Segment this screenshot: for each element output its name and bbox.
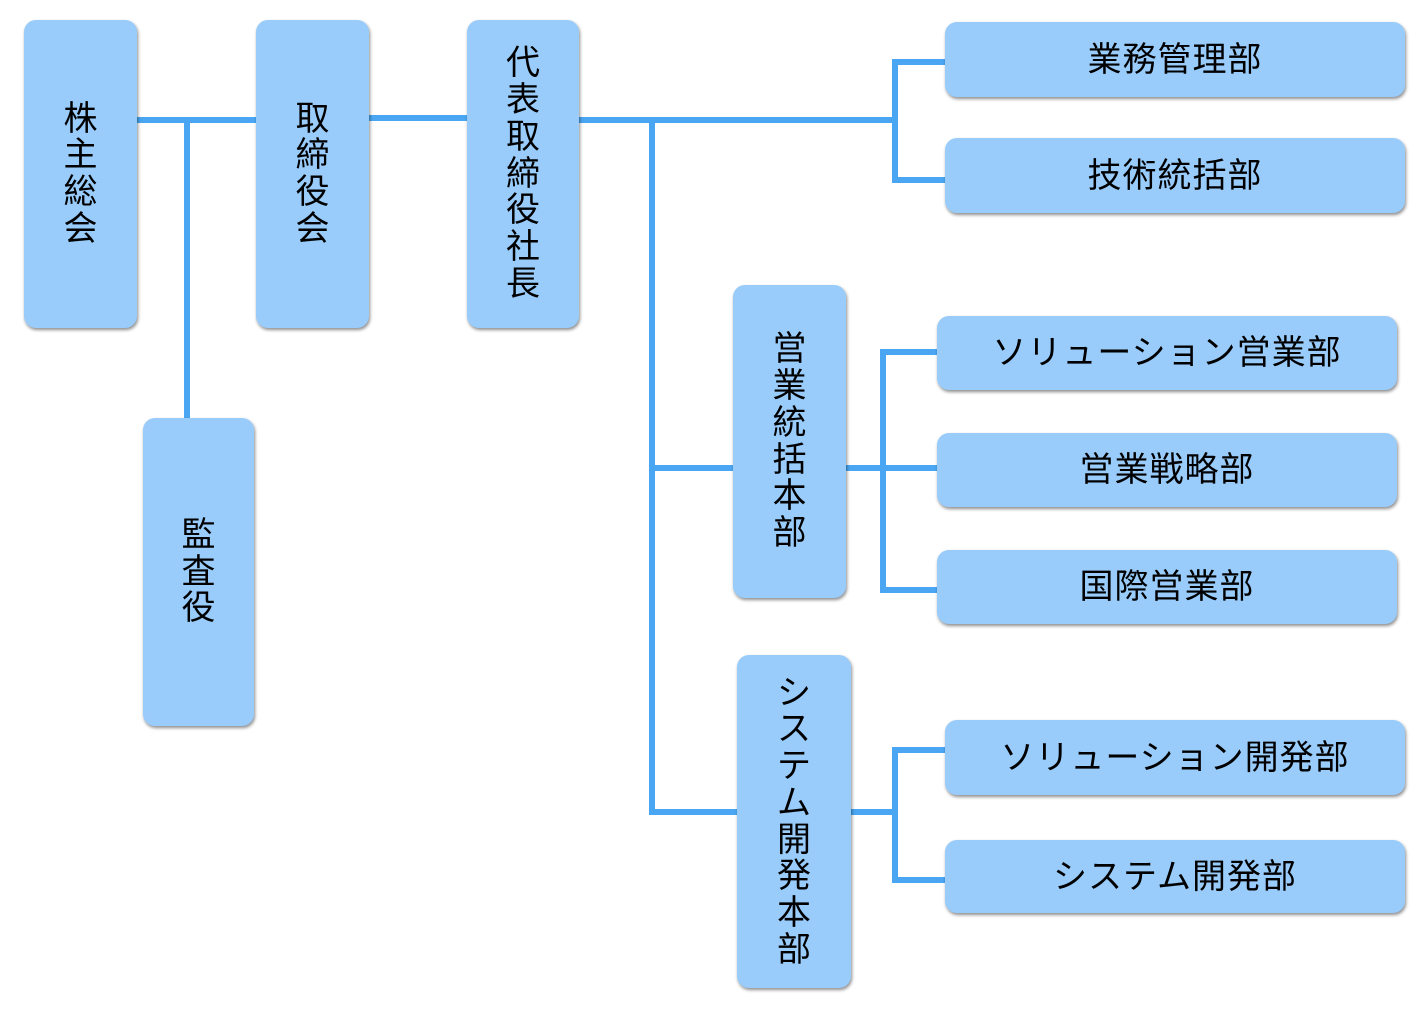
- connector-top-bracket: [892, 59, 948, 183]
- node-board-label: 取締役会: [295, 98, 330, 249]
- node-president: 代表取締役社長: [467, 20, 579, 328]
- node-solution-dev-label: ソリューション開発部: [1000, 737, 1350, 778]
- node-intl-sales-label: 国際営業部: [1079, 567, 1255, 607]
- node-system-dev: システム開発部: [945, 840, 1405, 913]
- node-intl-sales: 国際営業部: [937, 550, 1397, 624]
- node-solution-dev: ソリューション開発部: [945, 720, 1405, 795]
- node-president-label: 代表取締役社長: [506, 43, 540, 304]
- node-sysdev-hq: システム開発本部: [737, 655, 851, 988]
- node-tech-supervision: 技術統括部: [945, 138, 1405, 213]
- node-business-admin-label: 業務管理部: [1087, 39, 1263, 80]
- node-solution-sales: ソリューション営業部: [937, 316, 1397, 390]
- node-auditor-label: 監査役: [181, 514, 216, 629]
- node-shareholders: 株主総会: [24, 20, 137, 328]
- node-sales-hq: 営業統括本部: [733, 285, 846, 598]
- node-shareholders-label: 株主総会: [63, 98, 98, 249]
- connector-sales-bracket: [880, 349, 940, 593]
- connector-sysdev-bracket: [892, 747, 948, 883]
- node-auditor: 監査役: [143, 418, 254, 726]
- node-business-admin: 業務管理部: [945, 22, 1405, 97]
- node-system-dev-label: システム開発部: [1053, 856, 1297, 897]
- connector-president-trunk: [649, 119, 740, 815]
- node-board: 取締役会: [256, 20, 369, 328]
- node-solution-sales-label: ソリューション営業部: [992, 333, 1342, 373]
- node-sysdev-hq-label: システム開発本部: [777, 672, 811, 970]
- node-sales-hq-label: 営業統括本部: [772, 329, 807, 553]
- node-tech-supervision-label: 技術統括部: [1087, 155, 1263, 196]
- node-sales-strategy: 営業戦略部: [937, 433, 1397, 507]
- node-sales-strategy-label: 営業戦略部: [1079, 450, 1255, 490]
